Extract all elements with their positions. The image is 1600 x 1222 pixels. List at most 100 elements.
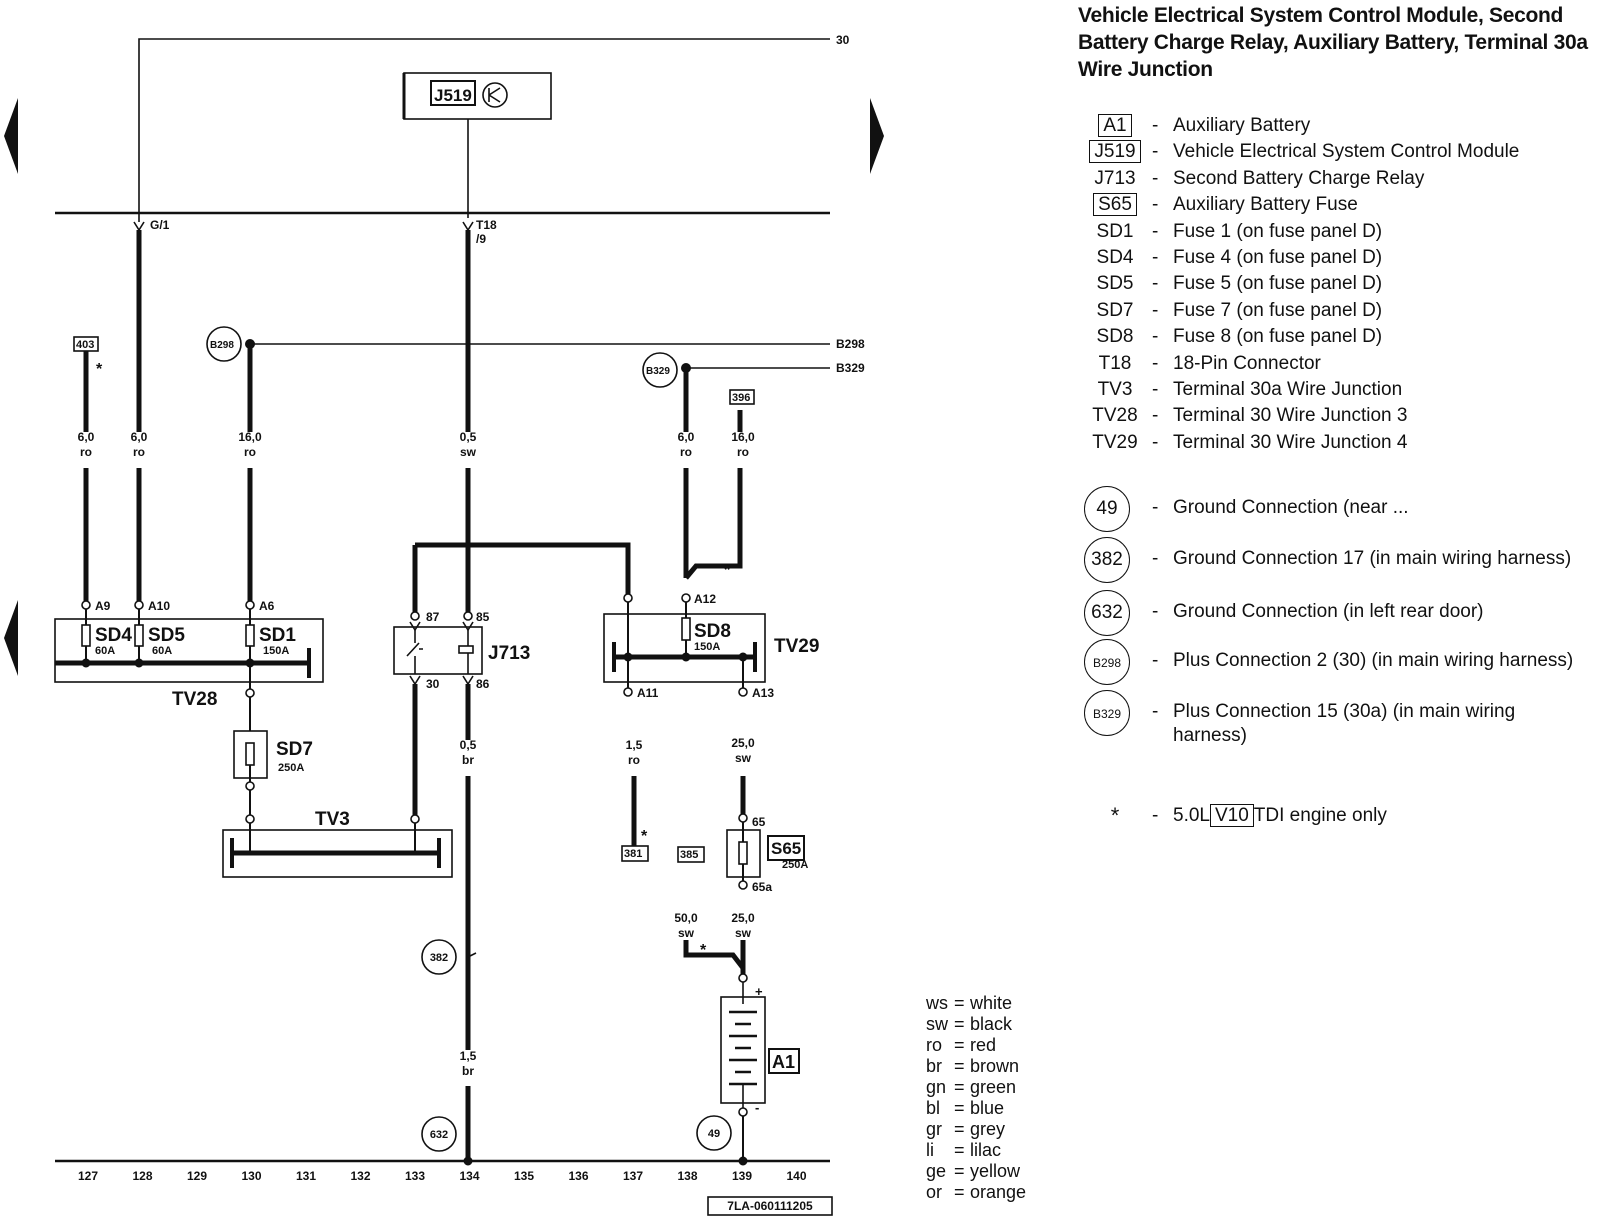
legend-item: SD8-Fuse 8 (on fuse panel D): [1080, 325, 1595, 351]
pin-label: A13: [752, 686, 774, 700]
battery-minus-label: -: [755, 1100, 759, 1115]
legend-desc: Ground Connection (near ...: [1173, 497, 1409, 518]
pin-label: 87: [426, 610, 440, 624]
tv28-label: TV28: [172, 689, 217, 710]
asterisk-396: *: [724, 562, 731, 579]
prev-section-arrow-icon[interactable]: [4, 600, 18, 676]
legend-code: J519: [1080, 140, 1150, 164]
wire-color: ro: [133, 445, 145, 459]
b329-circle-label: B329: [646, 366, 670, 377]
legend-circle-item: B329-Plus Connection 15 (30a) (in main w…: [1080, 690, 1595, 746]
legend-desc: Auxiliary Battery Fuse: [1173, 194, 1358, 216]
legend-desc: Vehicle Electrical System Control Module: [1173, 141, 1520, 163]
legend-desc: Fuse 7 (on fuse panel D): [1173, 299, 1383, 321]
column-number: 134: [459, 1169, 479, 1183]
legend-circle-item: 49-Ground Connection (near ...: [1080, 486, 1595, 532]
t18-pin-label: /9: [476, 232, 486, 246]
wire-size: 6,0: [131, 430, 148, 444]
b298-circle-label: B298: [210, 340, 234, 351]
column-number: 129: [187, 1169, 207, 1183]
fuse-s65-label: S65: [771, 839, 801, 858]
legend-desc: Ground Connection (in left rear door): [1173, 601, 1484, 622]
legend-item: SD4-Fuse 4 (on fuse panel D): [1080, 246, 1595, 272]
b329-end-label: B329: [836, 361, 865, 375]
t18-label: T18: [476, 218, 497, 232]
legend-desc: Ground Connection 17 (in main wiring har…: [1173, 548, 1572, 569]
legend-circle-item: 632-Ground Connection (in left rear door…: [1080, 590, 1595, 636]
asterisk-403: *: [96, 361, 103, 378]
g1-label: G/1: [150, 218, 170, 232]
legend-desc: Fuse 8 (on fuse panel D): [1173, 326, 1383, 348]
legend-item: TV3-Terminal 30a Wire Junction: [1080, 378, 1595, 404]
wire-color: sw: [678, 926, 695, 940]
legend-item: A1-Auxiliary Battery: [1080, 114, 1595, 140]
legend-item: J519-Vehicle Electrical System Control M…: [1080, 140, 1595, 166]
b298-end-label: B298: [836, 337, 865, 351]
legend-item: S65-Auxiliary Battery Fuse: [1080, 193, 1595, 219]
color-key-row: gr=grey: [926, 1119, 1006, 1139]
color-key-row: or=orange: [926, 1182, 1027, 1202]
legend-code: A1: [1080, 114, 1150, 138]
ref-385-label: 385: [680, 849, 698, 861]
ground-49-label: 49: [708, 1128, 720, 1140]
pin-label: 86: [476, 677, 490, 691]
legend-code: TV28: [1092, 405, 1138, 427]
pin-label: A12: [694, 592, 716, 606]
legend-code: SD8: [1096, 326, 1134, 348]
legend-code: TV3: [1097, 379, 1133, 400]
wire-size: 16,0: [238, 430, 262, 444]
pin-label: A11: [637, 686, 659, 700]
pin-label: A10: [148, 599, 170, 613]
legend-circle-item: 382-Ground Connection 17 (in main wiring…: [1080, 537, 1595, 583]
column-number: 135: [514, 1169, 534, 1183]
fuse-sd7-label: SD7: [276, 739, 313, 760]
tv3-label: TV3: [315, 809, 350, 830]
fuse-sd8-amps: 150A: [694, 641, 720, 653]
wire-size: 25,0: [731, 736, 755, 750]
prev-page-arrow-icon[interactable]: [4, 98, 18, 174]
wire-color: br: [462, 753, 474, 767]
legend-code: SD1: [1096, 220, 1134, 242]
wire-size: 25,0: [731, 911, 755, 925]
wire-size: 0,5: [460, 430, 477, 444]
ground-632-label: 632: [430, 1129, 448, 1141]
asterisk-385: *: [700, 942, 707, 959]
legend-item: TV28-Terminal 30 Wire Junction 3: [1080, 404, 1595, 430]
wire-color: ro: [244, 445, 256, 459]
column-number: 139: [732, 1169, 752, 1183]
legend-desc: Auxiliary Battery: [1173, 115, 1311, 136]
fuse-s65-amps: 250A: [782, 859, 808, 871]
column-number: 136: [568, 1169, 588, 1183]
wire-size: 50,0: [674, 911, 698, 925]
wire-size: 1,5: [626, 738, 643, 752]
color-key-row: ge=yellow: [926, 1161, 1021, 1181]
battery-plus-label: +: [755, 984, 763, 999]
color-key-row: ws=white: [926, 993, 1013, 1013]
wire-color: sw: [735, 751, 752, 765]
column-number: 130: [241, 1169, 261, 1183]
legend-code: SD7: [1096, 299, 1134, 321]
legend-desc: Terminal 30a Wire Junction: [1173, 379, 1403, 400]
pin-label: 30: [426, 677, 440, 691]
next-page-arrow-icon[interactable]: [870, 98, 884, 174]
color-key-row: gn=green: [926, 1077, 1017, 1097]
color-key-row: li=lilac: [926, 1140, 1002, 1160]
legend-desc: Terminal 30 Wire Junction 4: [1173, 431, 1408, 453]
ref-381-label: 381: [624, 848, 642, 860]
legend-item: TV29-Terminal 30 Wire Junction 4: [1080, 431, 1595, 457]
pin-label: A6: [259, 599, 275, 613]
legend-code: SD4: [1096, 247, 1134, 268]
legend-item: T18-18-Pin Connector: [1080, 352, 1595, 378]
fuse-sd4-label: SD4: [95, 625, 132, 646]
wire-size: 1,5: [460, 1049, 477, 1063]
wiring-diagram: 30 J519 G/1 T18 /9 B298 B329 B298 B329 4…: [4, 33, 884, 1216]
pin-label: 65: [752, 815, 766, 829]
wire-color: sw: [735, 926, 752, 940]
wire-color: ro: [628, 753, 640, 767]
legend-desc: Fuse 5 (on fuse panel D): [1173, 273, 1383, 295]
wire-size: 16,0: [731, 430, 755, 444]
column-number: 127: [78, 1169, 98, 1183]
wire-size: 6,0: [678, 430, 695, 444]
